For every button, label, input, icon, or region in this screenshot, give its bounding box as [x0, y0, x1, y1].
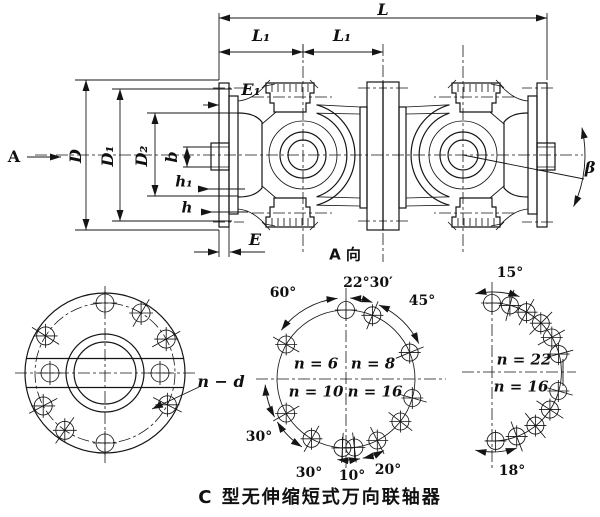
right-bolt-holes — [481, 289, 574, 452]
figure-caption: C 型无伸缩短式万向联轴器 — [198, 487, 442, 508]
mid-angle-30-left-label: 30° — [245, 429, 273, 445]
dim-h-label: h — [181, 198, 193, 217]
n-d-leader-arrow — [151, 386, 200, 410]
coupling-half — [210, 45, 384, 252]
view-arrow-label: A — [7, 147, 21, 166]
dim-L1-left-label: L₁ — [251, 26, 271, 45]
dim-L1-right-label: L₁ — [332, 26, 352, 45]
right-bolt-pattern-view — [462, 282, 576, 468]
mid-angle-10-label: 10° — [338, 468, 366, 484]
mid-bolt-holes — [272, 299, 427, 463]
dim-D-label: D — [66, 149, 85, 163]
right-angle-18-label: 18° — [498, 463, 526, 479]
side-view-drawing — [27, 13, 588, 262]
dim-L-label: L — [377, 0, 389, 19]
mid-angle-2230-label: 22°30′ — [343, 275, 393, 291]
mid-angle-30-bottom-label: 30° — [295, 465, 323, 481]
beta-angle-annotation — [462, 127, 588, 207]
flange-a-view — [15, 286, 200, 463]
mid-bolt-pattern-view — [256, 288, 446, 470]
mid-angle-arcs — [262, 295, 420, 465]
mid-n16-label: n = 16 — [347, 382, 403, 401]
coupling-right-half — [381, 44, 556, 253]
dim-E-label: E — [248, 230, 262, 249]
mid-n10-label: n = 10 — [288, 382, 344, 401]
dim-h1-label: h₁ — [175, 172, 193, 191]
dimension-lines — [27, 13, 548, 257]
right-angle-arcs — [475, 288, 520, 456]
flange-bolt-holes — [28, 291, 182, 455]
a-view-title: A 向 — [329, 245, 361, 264]
mid-n6-label: n = 6 — [293, 354, 339, 373]
dim-E1-label: E₁ — [241, 80, 261, 99]
mid-angle-20-label: 20° — [374, 462, 402, 478]
mid-angle-45-label: 45° — [408, 293, 436, 309]
right-n22-label: n = 22 — [496, 350, 552, 369]
right-angle-15-label: 15° — [496, 265, 524, 281]
dim-D2-label: D₂ — [132, 145, 151, 167]
mid-angle-60-label: 60° — [269, 285, 297, 301]
dim-D1-label: D₁ — [98, 145, 117, 167]
n-d-holes-label: n − d — [197, 372, 245, 391]
mid-n8-label: n = 8 — [350, 354, 396, 373]
right-n16-label: n = 16 — [493, 377, 549, 396]
dim-b-label: b — [162, 151, 181, 163]
dim-beta-label: β — [584, 158, 596, 177]
